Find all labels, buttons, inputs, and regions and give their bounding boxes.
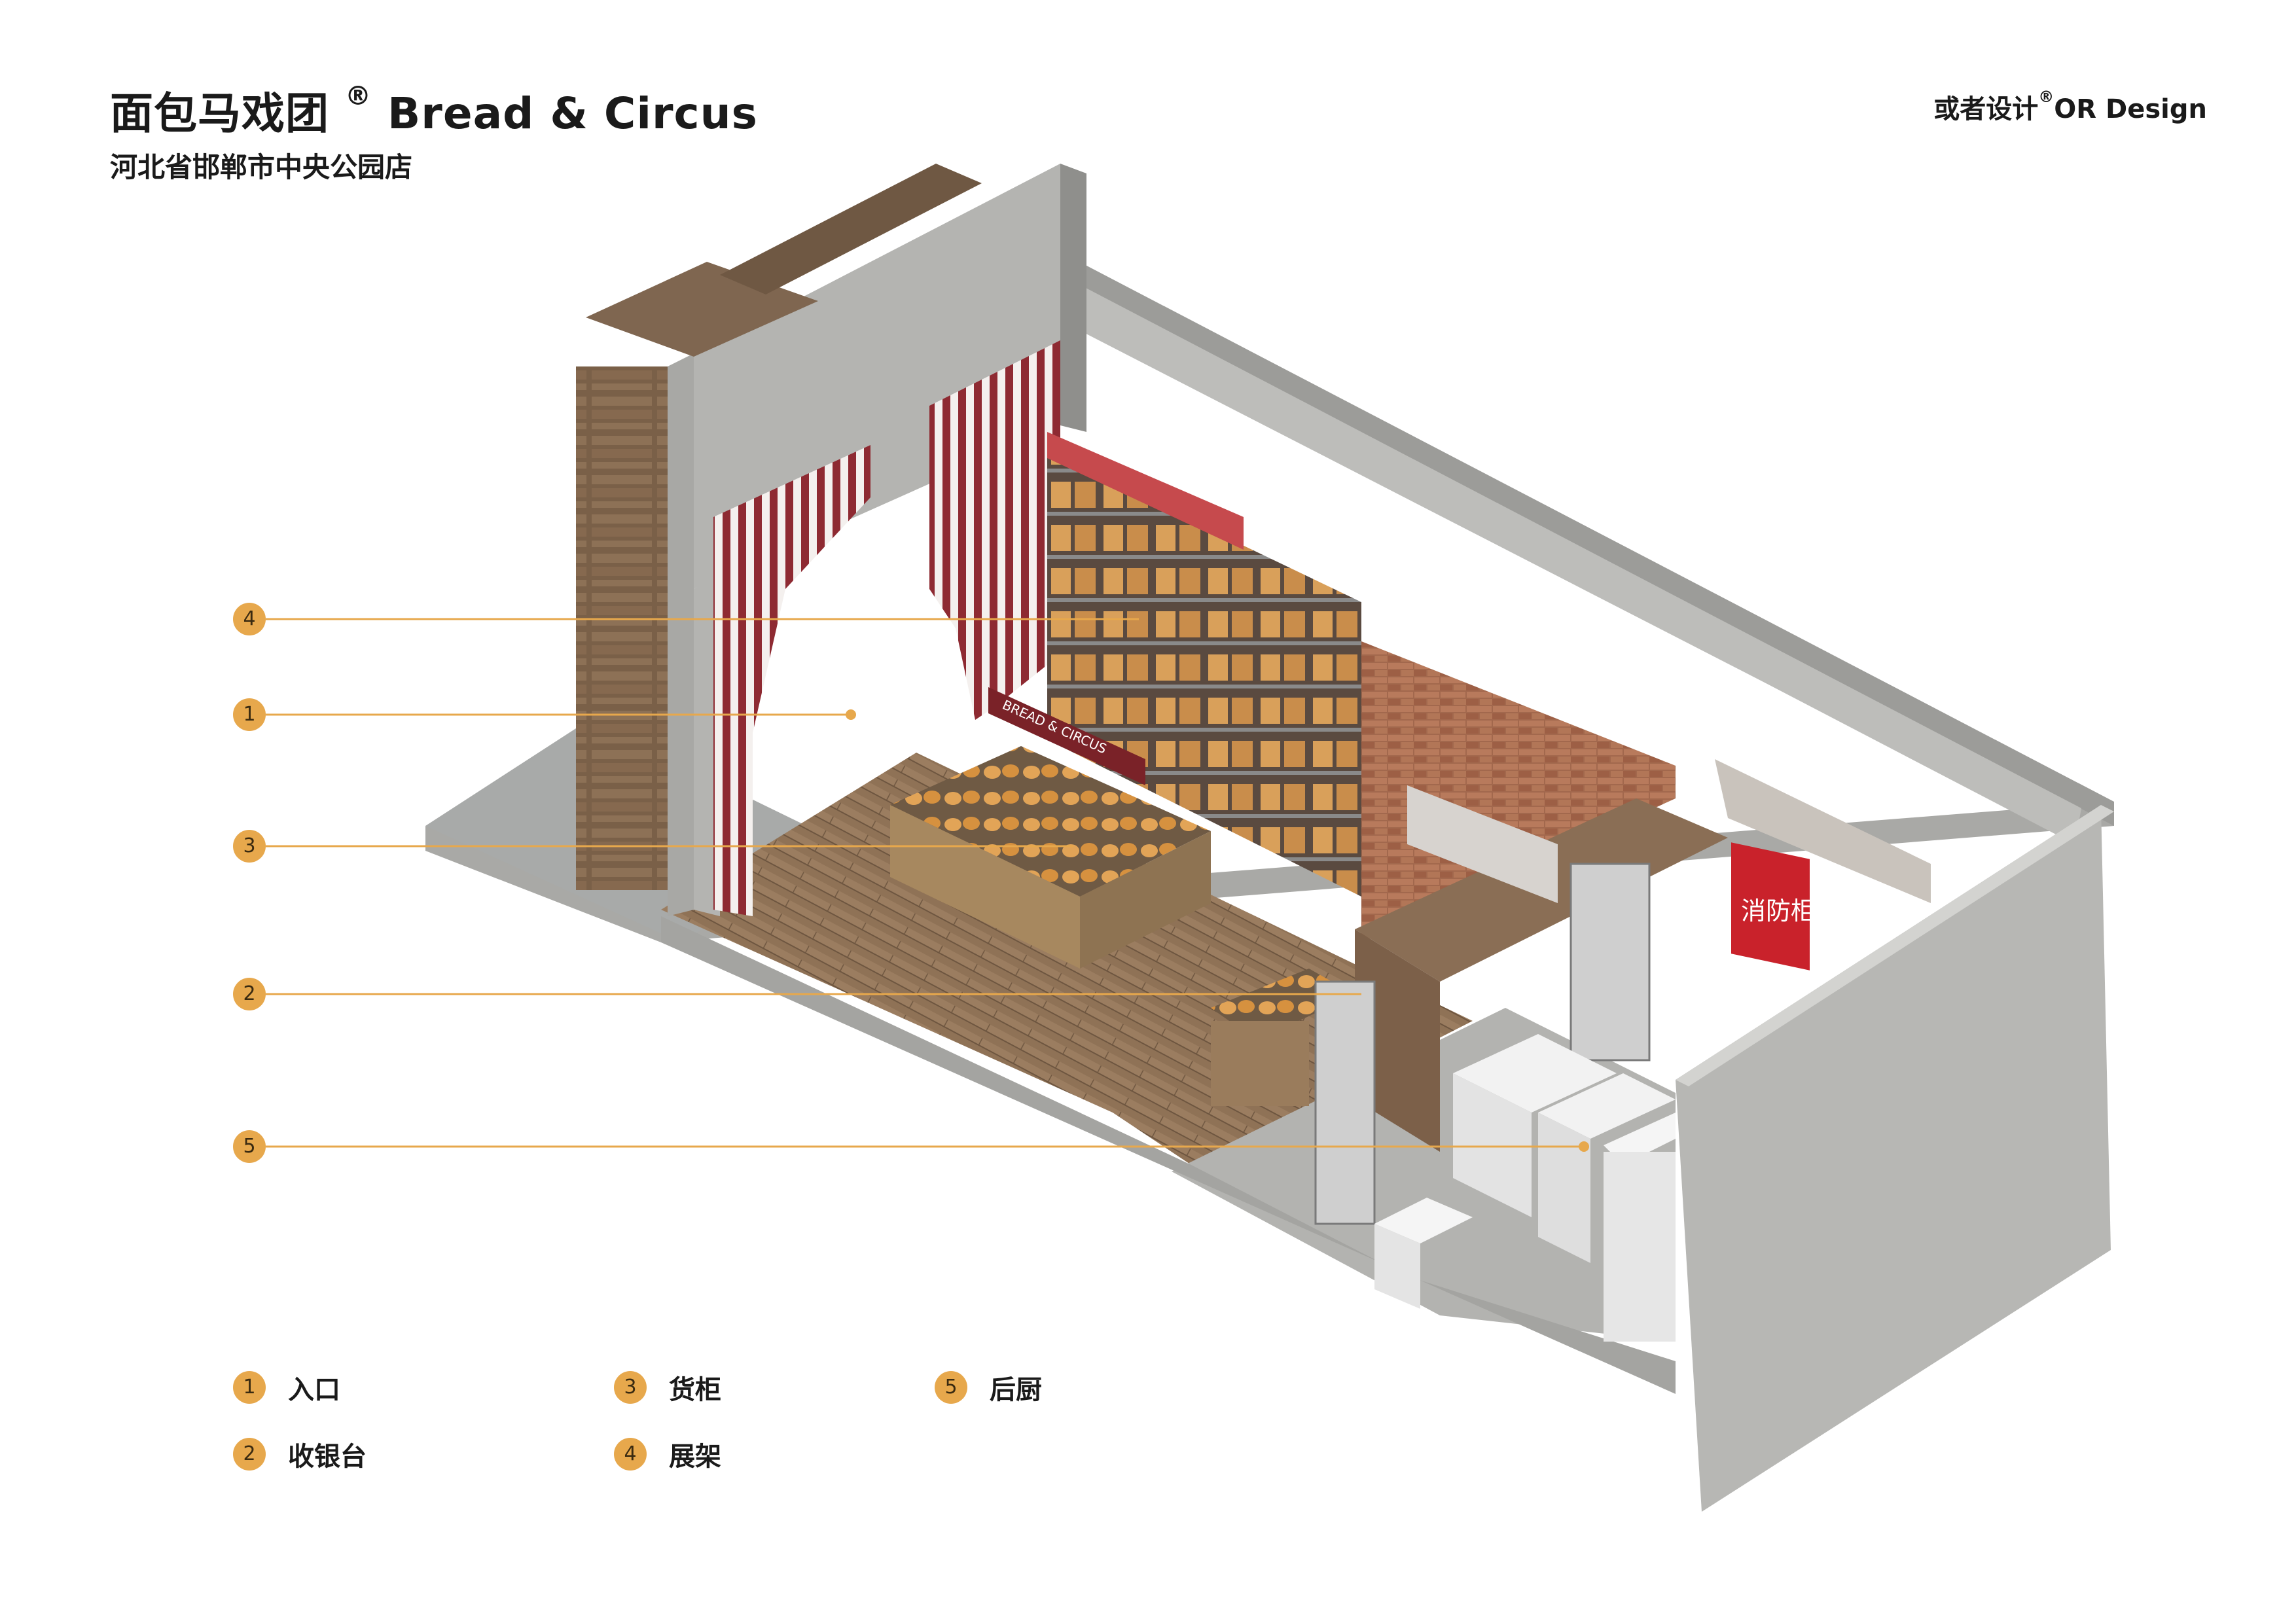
- bread-trolley-right: [1570, 863, 1651, 1061]
- page-subtitle: 河北省邯郸市中央公园店: [110, 151, 413, 183]
- legend-dot: 4: [614, 1438, 647, 1471]
- entrance-pillar-left: [668, 353, 694, 916]
- registered-mark: ®: [344, 81, 372, 111]
- front-right-wall-top: [1676, 805, 2114, 1086]
- brand-cn: 或者设计: [1933, 94, 2039, 124]
- fridge-3-front: [1604, 1152, 1676, 1342]
- crate-stack: [576, 366, 668, 890]
- callout-marker-1: 1: [233, 698, 266, 731]
- title-en: Bread & Circus: [387, 88, 758, 139]
- entrance-arch-side: [1060, 164, 1086, 432]
- legend-label: 货柜: [669, 1375, 721, 1405]
- legend-item-5: 5 后厨: [935, 1368, 1042, 1406]
- fridge-2: [1538, 1073, 1676, 1139]
- bread-counter-top: [890, 746, 1211, 897]
- legend-label: 收银台: [288, 1442, 367, 1472]
- fire-cabinet-sign-text: 消防柜: [1741, 897, 1816, 925]
- bread-trolley-left: [1314, 980, 1376, 1225]
- display-shelf: [1047, 452, 1361, 897]
- back-wall-face: [1073, 281, 2081, 844]
- cashier-counter-front: [1355, 929, 1440, 1152]
- callout-point-5: [1579, 1141, 1589, 1152]
- designer-brand: 或者设计®OR Design: [1933, 88, 2207, 126]
- coffee-station: [1407, 785, 1558, 903]
- legend-label: 入口: [288, 1375, 340, 1405]
- callout-point-1: [846, 709, 856, 720]
- curtain-right: [929, 340, 1060, 720]
- fridge-2-front: [1538, 1113, 1590, 1263]
- fire-cabinet-sign: [1731, 842, 1810, 971]
- legend-item-2: 2 收银台: [233, 1435, 367, 1473]
- legend-item-4: 4 展架: [614, 1435, 721, 1473]
- legend-dot: 3: [614, 1371, 647, 1404]
- store-room-floor: [1715, 759, 1931, 903]
- fridge-1-front: [1453, 1073, 1532, 1217]
- front-right-wall: [1676, 805, 2111, 1512]
- store-banner: [988, 687, 1145, 785]
- front-low-wall: [661, 916, 1676, 1394]
- legend-dot: 2: [233, 1438, 266, 1471]
- brand-registered-mark: ®: [2038, 88, 2054, 106]
- fridge-1: [1453, 1034, 1617, 1113]
- callout-marker-5: 5: [233, 1130, 266, 1163]
- callout-marker-3: 3: [233, 830, 266, 863]
- curtain-left: [713, 445, 870, 916]
- legend-dot: 5: [935, 1371, 967, 1404]
- shelf-top-red: [1047, 432, 1244, 550]
- page-title: 面包马戏团 ® Bread & Circus: [110, 79, 758, 141]
- back-wall: [1060, 252, 2114, 826]
- legend-dot: 1: [233, 1371, 266, 1404]
- title-cn: 面包马戏团: [110, 88, 329, 139]
- bread-counter-side: [1080, 831, 1211, 969]
- brick-wall: [1361, 641, 1676, 942]
- mixer-box-front: [1374, 1224, 1420, 1309]
- legend-label: 展架: [669, 1442, 721, 1472]
- legend-label: 后厨: [990, 1375, 1042, 1405]
- crate-top-2: [720, 164, 982, 294]
- legend-item-1: 1 入口: [233, 1368, 340, 1406]
- brand-en: OR Design: [2054, 94, 2207, 124]
- legend-item-3: 3 货柜: [614, 1368, 721, 1406]
- entrance-arch-top: [694, 164, 1060, 589]
- mixer-box: [1374, 1198, 1473, 1243]
- callout-marker-2: 2: [233, 978, 266, 1010]
- front-bread-rack-body: [1211, 1021, 1309, 1106]
- callout-marker-4: 4: [233, 603, 266, 635]
